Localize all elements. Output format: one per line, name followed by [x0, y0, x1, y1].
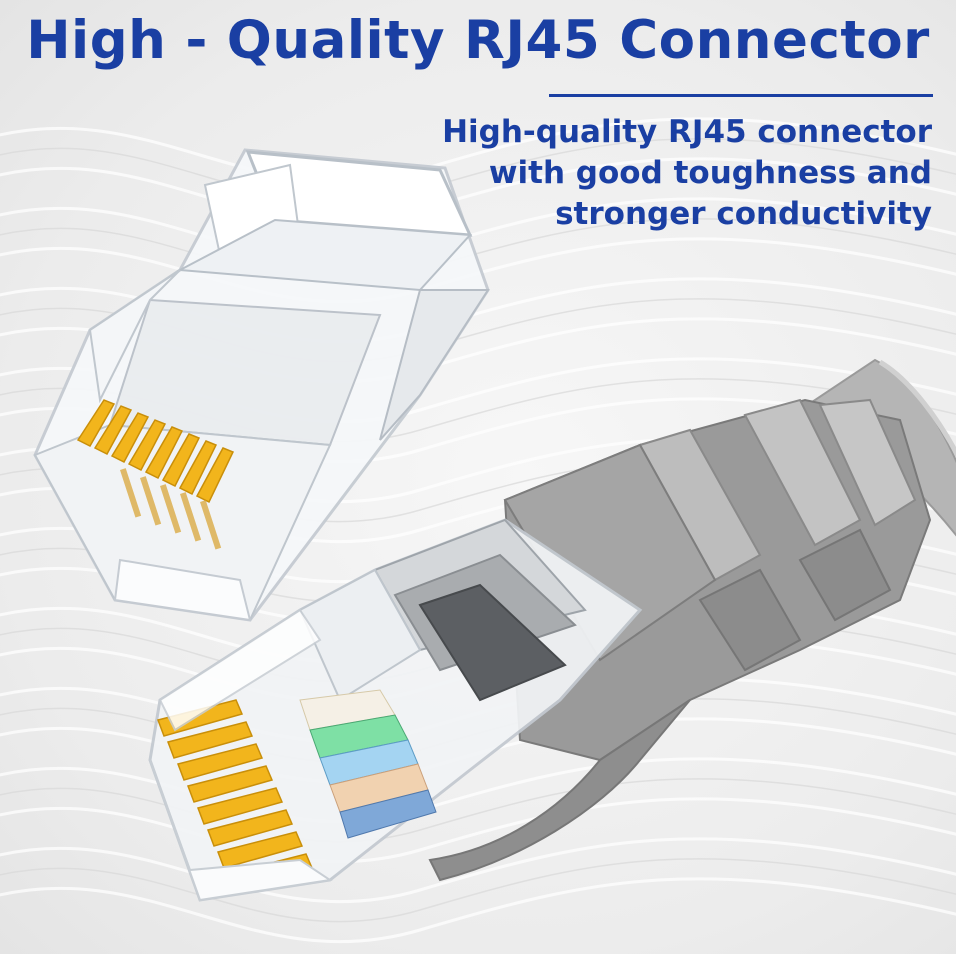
cabled-rj45-plug	[148, 518, 643, 902]
divider-line	[549, 94, 933, 97]
feature-description: High-quality RJ45 connector with good to…	[372, 112, 932, 235]
cable-boot	[428, 398, 932, 882]
description-line: with good toughness and	[488, 155, 932, 191]
headline: High - Quality RJ45 Connector	[26, 10, 930, 71]
color-coded-wires	[299, 689, 437, 839]
loose-rj45-plug	[33, 148, 490, 622]
description-line: stronger conductivity	[555, 196, 932, 232]
loose-plug-gold-contacts	[76, 399, 235, 504]
description-line: High-quality RJ45 connector	[442, 114, 932, 150]
